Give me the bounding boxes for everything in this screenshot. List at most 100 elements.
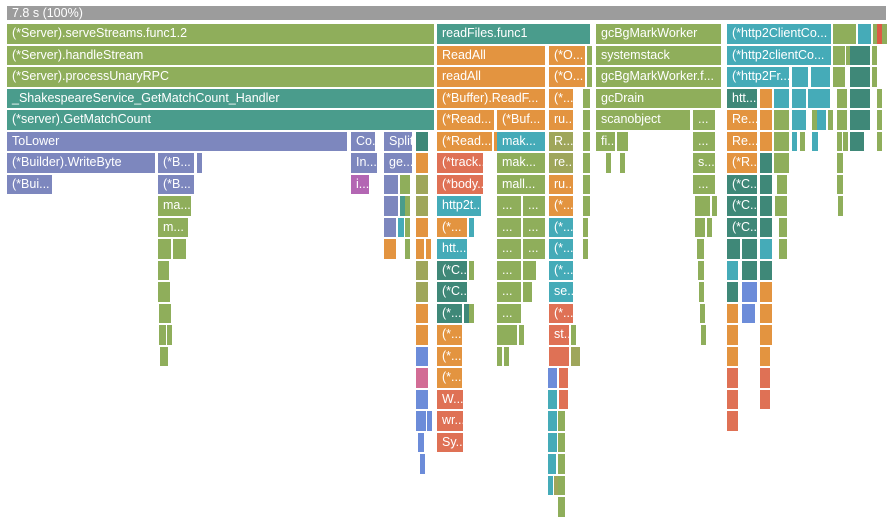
flame-frame[interactable] <box>571 346 576 366</box>
flame-frame[interactable]: st... <box>549 325 569 345</box>
flame-frame[interactable] <box>760 389 770 409</box>
flame-frame[interactable] <box>760 88 772 108</box>
flame-frame[interactable] <box>700 303 705 323</box>
flame-frame[interactable] <box>877 24 882 44</box>
flame-frame[interactable]: (*C... <box>727 174 757 194</box>
flame-frame[interactable]: Sy... <box>437 432 463 452</box>
root-frame[interactable]: 7.8 s (100%) <box>7 6 886 20</box>
flame-frame[interactable] <box>494 131 499 151</box>
flame-frame[interactable] <box>400 196 405 216</box>
flame-frame[interactable]: (*Read... <box>437 131 492 151</box>
flame-frame[interactable]: ... <box>497 217 521 237</box>
flame-frame[interactable]: ... <box>497 260 521 280</box>
flame-frame[interactable] <box>548 411 557 431</box>
flame-frame[interactable] <box>800 131 805 151</box>
flame-frame[interactable]: htt... <box>727 88 757 108</box>
flame-frame[interactable]: (*server).GetMatchCount <box>7 110 434 130</box>
flame-frame[interactable] <box>760 260 772 280</box>
flame-frame[interactable] <box>497 346 502 366</box>
flame-frame[interactable] <box>418 432 424 452</box>
flame-frame[interactable] <box>464 303 469 323</box>
flame-frame[interactable] <box>416 368 428 388</box>
flame-frame[interactable]: (*O... <box>549 67 585 87</box>
flame-frame[interactable] <box>583 131 590 151</box>
flame-frame[interactable] <box>554 475 559 495</box>
flame-frame[interactable] <box>519 325 524 345</box>
flame-frame[interactable]: _ShakespeareService_GetMatchCount_Handle… <box>7 88 434 108</box>
flame-frame[interactable]: (*... <box>437 325 462 345</box>
flame-frame[interactable] <box>400 174 405 194</box>
flame-frame[interactable]: R... <box>549 131 573 151</box>
flame-frame[interactable] <box>837 153 843 173</box>
flame-frame[interactable]: ... <box>693 174 715 194</box>
flame-frame[interactable]: (*... <box>549 217 573 237</box>
flame-frame[interactable] <box>712 196 717 216</box>
flame-frame[interactable] <box>559 368 568 388</box>
flame-frame[interactable] <box>850 131 855 151</box>
flame-frame[interactable]: In... <box>351 153 377 173</box>
flame-frame[interactable] <box>774 88 789 108</box>
flame-frame[interactable] <box>811 67 830 87</box>
flame-frame[interactable]: Co... <box>351 131 375 151</box>
flame-frame[interactable]: ... <box>523 217 545 237</box>
flame-frame[interactable]: systemstack <box>596 45 721 65</box>
flame-frame[interactable]: Split <box>384 131 412 151</box>
flame-frame[interactable] <box>760 153 772 173</box>
flame-frame[interactable]: (*... <box>549 196 573 216</box>
flame-frame[interactable] <box>697 239 704 259</box>
flame-frame[interactable]: ge... <box>384 153 412 173</box>
flame-frame[interactable] <box>426 239 431 259</box>
flame-frame[interactable] <box>173 239 178 259</box>
flame-frame[interactable]: Re... <box>727 110 757 130</box>
flame-frame[interactable] <box>571 325 576 345</box>
flame-frame[interactable]: ru... <box>549 110 573 130</box>
flame-frame[interactable] <box>416 389 428 409</box>
flame-frame[interactable] <box>850 67 870 87</box>
flame-frame[interactable] <box>416 153 428 173</box>
flame-frame[interactable]: se... <box>549 282 573 302</box>
flame-frame[interactable] <box>181 239 186 259</box>
flame-frame[interactable] <box>416 303 428 323</box>
flame-frame[interactable]: (*C... <box>727 217 757 237</box>
flame-frame[interactable] <box>583 88 590 108</box>
flame-frame[interactable]: ... <box>693 110 715 130</box>
flame-frame[interactable]: ru... <box>549 174 573 194</box>
flame-frame[interactable] <box>523 282 532 302</box>
flame-frame[interactable] <box>760 368 770 388</box>
flame-frame[interactable]: ... <box>497 303 521 323</box>
flame-frame[interactable]: (*C... <box>437 260 467 280</box>
flame-frame[interactable] <box>523 260 536 280</box>
flame-frame[interactable]: (*... <box>549 303 573 323</box>
flame-frame[interactable] <box>760 239 772 259</box>
flame-frame[interactable] <box>742 303 755 323</box>
flame-frame[interactable] <box>727 389 738 409</box>
flame-frame[interactable] <box>416 346 428 366</box>
flame-frame[interactable]: (*Server).processUnaryRPC <box>7 67 434 87</box>
flame-frame[interactable]: (*B... <box>158 153 194 173</box>
flame-frame[interactable] <box>384 174 398 194</box>
flame-frame[interactable]: (*Builder).WriteByte <box>7 153 155 173</box>
flame-frame[interactable] <box>760 303 772 323</box>
flame-frame[interactable] <box>760 217 772 237</box>
flame-frame[interactable] <box>792 110 806 130</box>
flame-frame[interactable]: gcBgMarkWorker <box>596 24 721 44</box>
flame-frame[interactable] <box>837 131 842 151</box>
flame-frame[interactable] <box>469 303 474 323</box>
flame-frame[interactable] <box>160 346 168 366</box>
flame-frame[interactable]: gcBgMarkWorker.f... <box>596 67 721 87</box>
flame-frame[interactable]: (*... <box>549 88 573 108</box>
flame-frame[interactable]: scanobject <box>596 110 690 130</box>
flame-frame[interactable]: (*C... <box>437 282 467 302</box>
flame-frame[interactable] <box>575 346 580 366</box>
flame-frame[interactable] <box>558 497 565 517</box>
flame-frame[interactable] <box>701 325 706 345</box>
flame-frame[interactable] <box>384 239 396 259</box>
flame-frame[interactable] <box>583 217 588 237</box>
flame-frame[interactable] <box>850 88 870 108</box>
flame-frame[interactable] <box>497 325 517 345</box>
flame-frame[interactable] <box>792 88 806 108</box>
flame-frame[interactable] <box>548 432 557 452</box>
flame-frame[interactable] <box>558 475 565 495</box>
flame-frame[interactable] <box>727 282 738 302</box>
flame-frame[interactable] <box>559 389 568 409</box>
